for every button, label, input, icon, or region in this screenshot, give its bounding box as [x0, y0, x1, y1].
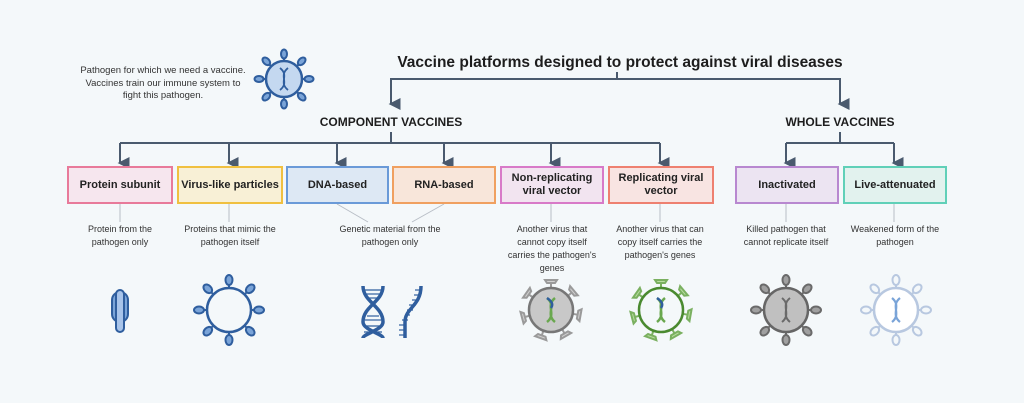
box-inactivated: Inactivated	[735, 166, 839, 204]
pathogen-virus-icon	[253, 48, 315, 110]
inactivated-virus-icon	[750, 274, 822, 346]
box-virus-like-particles: Virus-like particles	[177, 166, 283, 204]
box-replicating-viral-vector: Replicating viral vector	[608, 166, 714, 204]
desc-live-attenuated: Weakened form of the pathogen	[850, 224, 940, 247]
dna-icon	[361, 285, 385, 339]
whole-vaccines-heading: WHOLE VACCINES	[785, 115, 895, 129]
desc-protein-subunit: Protein from the pathogen only	[87, 224, 153, 247]
box-live-attenuated: Live-attenuated	[843, 166, 947, 204]
desc-replicating-viral-vector: Another virus that can copy itself carri…	[616, 224, 704, 260]
box-rna-based: RNA-based	[392, 166, 496, 204]
desc-virus-like-particles: Proteins that mimic the pathogen itself	[184, 224, 276, 247]
desc-non-replicating-viral-vector: Another virus that cannot copy itself ca…	[507, 224, 597, 273]
desc-dna-rna: Genetic material from the pathogen only	[339, 224, 441, 247]
box-dna-based: DNA-based	[286, 166, 389, 204]
live-attenuated-virus-icon	[860, 274, 932, 346]
virus-like-particle-icon	[193, 274, 265, 346]
box-non-replicating-viral-vector: Non-replicating viral vector	[500, 166, 604, 204]
intro-text: Pathogen for which we need a vaccine. Va…	[80, 65, 246, 101]
non-replicating-vector-icon	[519, 279, 583, 342]
box-protein-subunit: Protein subunit	[67, 166, 173, 204]
rna-icon	[399, 285, 423, 338]
top-bracket	[388, 78, 850, 110]
protein-icon	[111, 289, 129, 333]
description-leaders	[119, 203, 895, 223]
diagram-title: Vaccine platforms designed to protect ag…	[397, 54, 843, 71]
component-vaccines-heading: COMPONENT VACCINES	[319, 115, 463, 129]
desc-inactivated: Killed pathogen that cannot replicate it…	[743, 224, 829, 247]
replicating-vector-icon	[629, 279, 693, 342]
